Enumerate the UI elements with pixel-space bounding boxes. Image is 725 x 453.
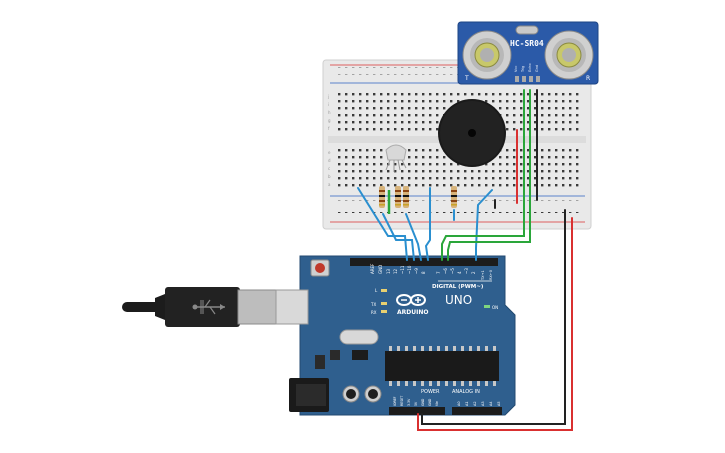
row-letter: b (328, 174, 331, 179)
pin-label: 8 (421, 271, 426, 274)
pin-label: A2 (473, 401, 477, 406)
pin-label: 12 (393, 268, 398, 274)
sensor-pin-label: Vcc (514, 66, 518, 72)
sensor-pin-label: Trig (521, 66, 525, 73)
row-letters-top: j i h g f (327, 94, 331, 131)
digital-label: DIGITAL (PWM~) (432, 284, 484, 290)
analog-pin-labels: A0 A1 A2 A3 A4 A5 (457, 401, 501, 406)
wire-blue[interactable] (475, 189, 493, 261)
wire-blue[interactable] (405, 213, 422, 261)
pin-label: TX→1 (481, 270, 485, 281)
pin-label: AREF (370, 263, 375, 274)
row-letter: d (328, 158, 331, 163)
pin-label: 13 (386, 268, 391, 274)
piezo-buzzer[interactable] (438, 99, 506, 167)
pin-label: RX←0 (489, 270, 493, 280)
sensor-r-mark: R (586, 75, 590, 82)
wire-green[interactable] (441, 89, 525, 261)
sensor-pin-labels: Vcc Trig Echo Gnd (514, 64, 539, 74)
pin-label: A5 (497, 401, 501, 406)
wire-red[interactable] (417, 217, 573, 431)
wire-blue[interactable] (357, 187, 408, 261)
digital-header (350, 258, 498, 266)
sensor-pin-label: Echo (528, 64, 532, 73)
usb-icon (192, 299, 225, 315)
pin-label: ~10 (407, 265, 412, 274)
pin-label: A3 (481, 401, 485, 406)
wire-black[interactable] (421, 209, 566, 425)
pin-label: A4 (489, 401, 493, 406)
pin-label: ~5 (450, 268, 455, 274)
digital-pin-labels: AREF GND 13 12 ~11 ~10 ~9 8 7 ~6 ~5 4 ~3… (370, 263, 493, 281)
row-letter: a (328, 182, 331, 187)
row-letter: i (328, 102, 329, 107)
wire-blue[interactable] (382, 213, 415, 261)
pin-label: A1 (465, 401, 469, 406)
pin-label: GND (428, 398, 432, 406)
l-led-label: L (375, 288, 378, 293)
tx-label: TX (370, 302, 376, 307)
rx-label: RX (371, 310, 377, 315)
arduino-brand: ARDUINO (397, 309, 428, 316)
pin-label: ~11 (400, 265, 405, 274)
sensor-label: HC-SR04 (510, 39, 544, 48)
pin-label: GND (421, 398, 425, 406)
power-header (389, 407, 445, 415)
on-label: ON (492, 305, 498, 310)
power-label: POWER (421, 389, 440, 395)
row-letter: h (328, 110, 331, 115)
power-pin-labels: IOREF RESET 3.3V 5V GND GND Vin (393, 396, 439, 406)
pin-label: GND (378, 265, 383, 274)
pin-label: 2 (471, 271, 476, 274)
pin-label: 7 (436, 271, 441, 274)
row-letter: e (328, 150, 331, 155)
row-letter: j (327, 94, 329, 99)
arduino-uno-board[interactable]: AREF GND 13 12 ~11 ~10 ~9 8 7 ~6 ~5 4 ~3… (289, 255, 516, 416)
pin-label: ~9 (414, 268, 419, 274)
pin-label: ~3 (464, 268, 469, 274)
pin-label: RESET (400, 396, 404, 406)
wire-green[interactable] (447, 89, 531, 261)
analog-header (452, 407, 502, 415)
pin-label: ~6 (443, 268, 448, 274)
row-letter: f (328, 126, 330, 131)
pin-label: A0 (457, 401, 461, 406)
pin-label: IOREF (393, 396, 397, 406)
resistor[interactable] (395, 186, 401, 208)
sensor-t-mark: T (464, 75, 469, 82)
wire-blue[interactable] (424, 187, 431, 261)
row-letter: c (328, 166, 330, 171)
resistor[interactable] (451, 186, 457, 208)
arduino-model: UNO (445, 293, 472, 307)
row-letters-bottom: e d c b a (328, 150, 331, 187)
sensor-pin-label: Gnd (535, 65, 539, 72)
resistor[interactable] (403, 186, 409, 208)
atmega-chip (385, 351, 499, 381)
pin-label: 3.3V (407, 398, 411, 406)
pin-label: 5V (414, 401, 418, 406)
arduino-logo (396, 294, 426, 306)
ultrasonic-sensor[interactable]: HC-SR04 T R Vcc Trig Echo Gnd (457, 21, 599, 85)
resistor[interactable] (379, 186, 385, 208)
row-letter: g (328, 118, 331, 123)
pin-label: 4 (457, 271, 462, 274)
usb-port (275, 289, 309, 325)
analog-label: ANALOG IN (452, 389, 480, 395)
pin-label: Vin (435, 401, 439, 406)
rgb-led[interactable] (385, 144, 407, 172)
